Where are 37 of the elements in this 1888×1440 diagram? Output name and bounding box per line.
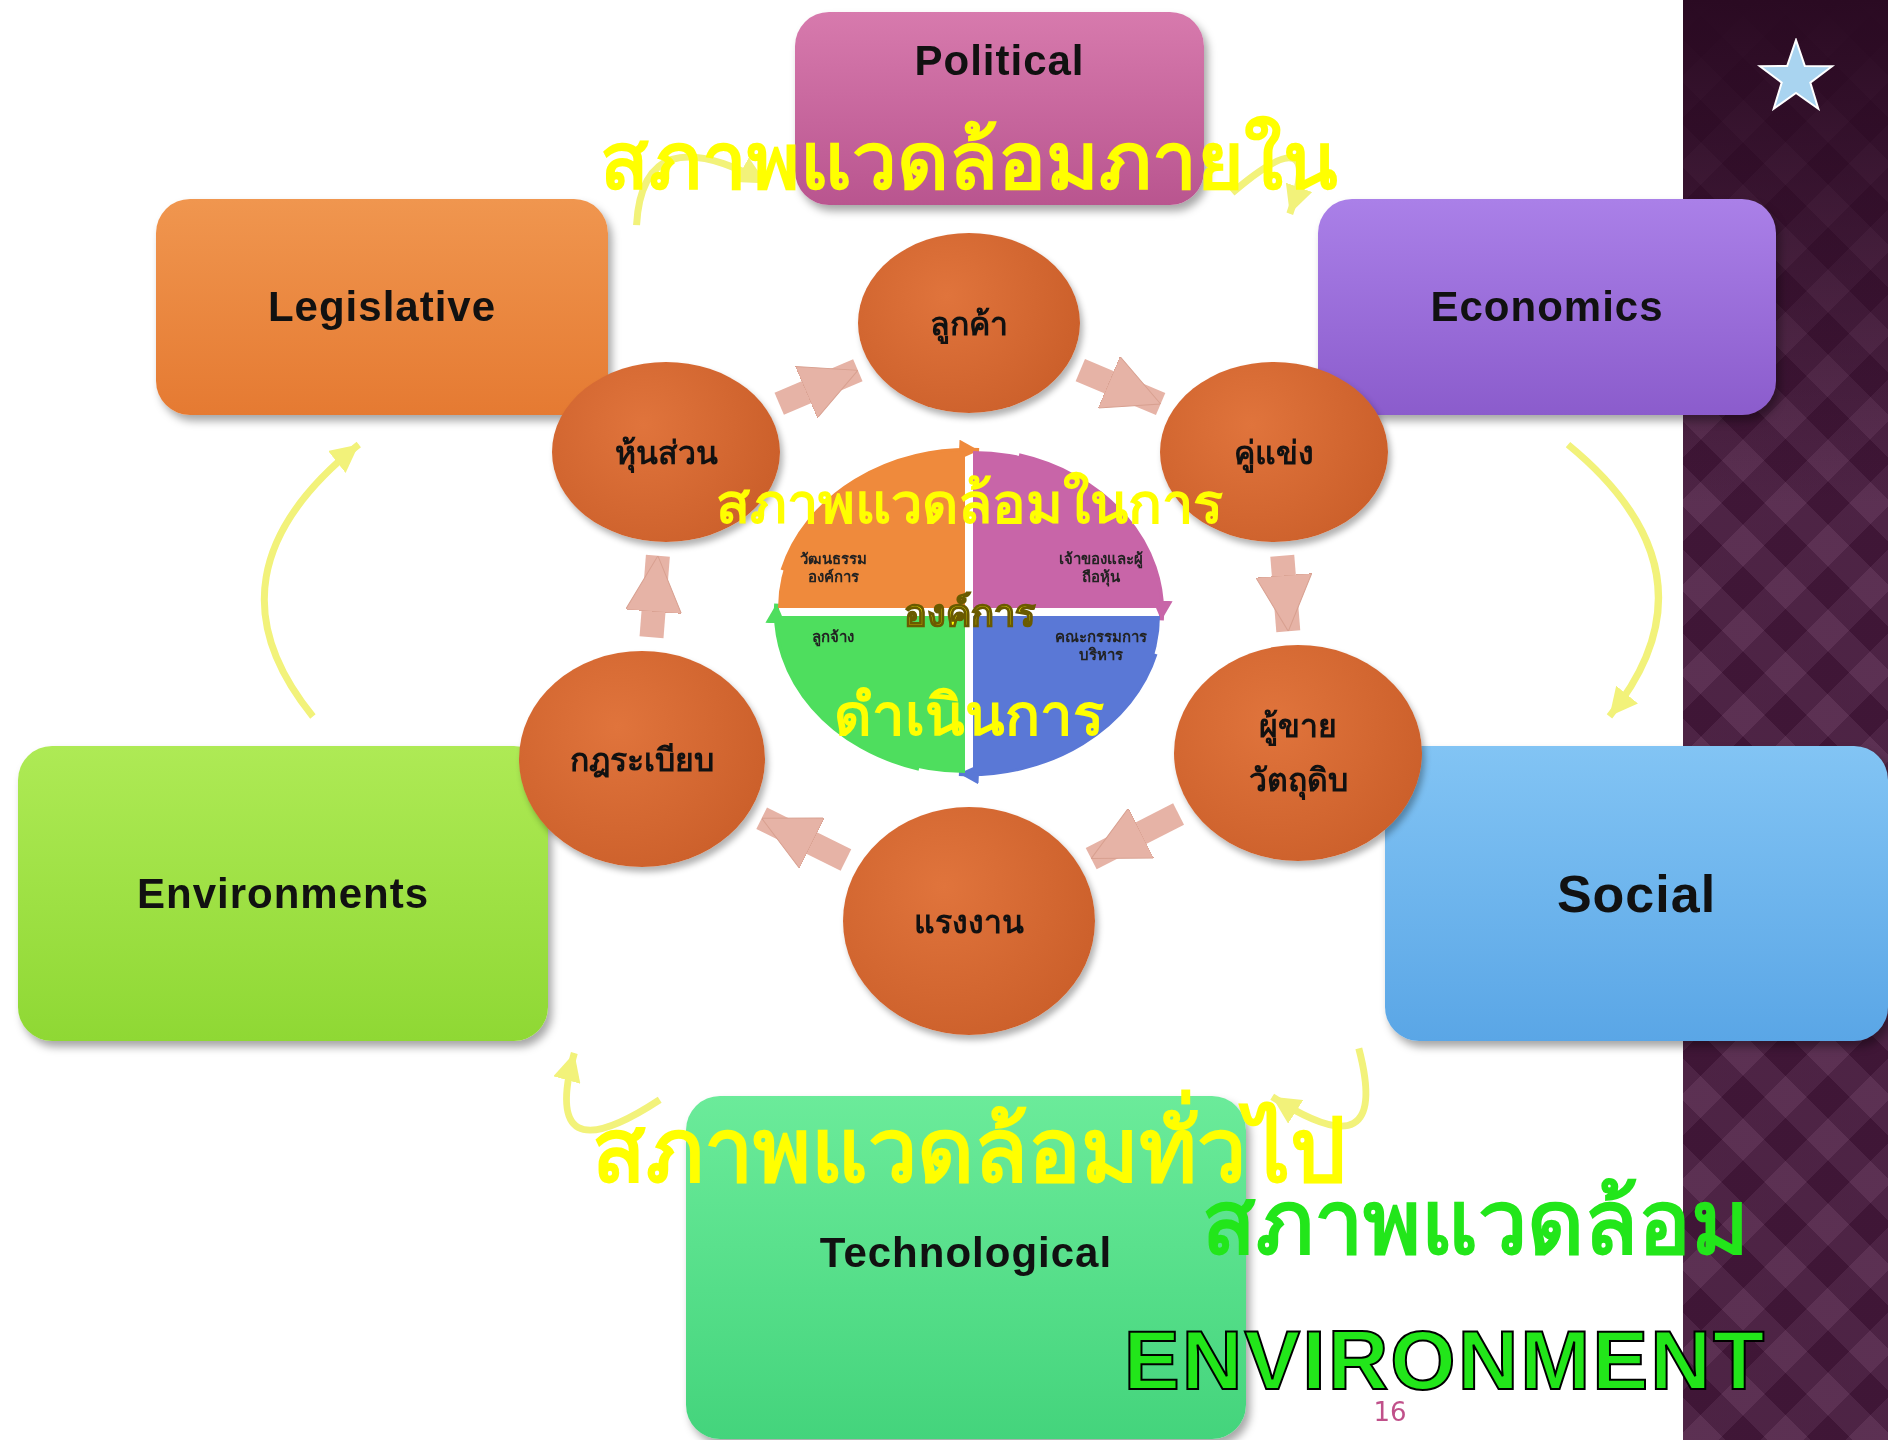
arrow — [554, 1052, 662, 1134]
block-arrow — [1075, 355, 1166, 416]
node-label: หุ้นส่วน — [614, 432, 718, 475]
category-box — [1318, 199, 1776, 415]
overlay-heading: องค์การ — [903, 589, 1035, 637]
arrow — [1270, 1047, 1370, 1130]
overlay-heading: สภาพแวดล้อมในการ — [715, 470, 1223, 538]
node-label: Legislative — [267, 283, 497, 331]
overlay-heading: ดำเนินการ — [834, 679, 1104, 751]
block-arrow — [1255, 554, 1313, 633]
node-label: Technological — [819, 1228, 1113, 1277]
node-label: Social — [1556, 863, 1717, 924]
node-label: วัฒนธรรมองค์การ — [798, 550, 868, 586]
node-label: Political — [914, 36, 1085, 85]
node-label: ลูกค้า — [930, 303, 1008, 346]
node-label: กฎระเบียบ — [570, 739, 714, 781]
category-box — [156, 199, 608, 415]
arrow — [260, 441, 362, 719]
node-label: คู่แข่ง — [1234, 432, 1314, 475]
category-box — [18, 746, 548, 1041]
node-label: Economics — [1430, 283, 1664, 331]
block-arrow — [756, 807, 852, 871]
arrow — [766, 603, 920, 771]
node-label: เจ้าของและผู้ถือหุ้น — [1058, 550, 1144, 586]
node-label: ลูกจ้าง — [811, 628, 855, 646]
category-box — [1385, 746, 1888, 1041]
node-label: ผู้ขายวัตถุดิบ — [1247, 705, 1349, 802]
block-arrow — [774, 359, 863, 419]
arrow — [958, 652, 1158, 784]
block-arrow — [625, 554, 682, 639]
arrow — [1018, 453, 1172, 621]
node-label: Environments — [136, 869, 430, 918]
arrow — [1565, 442, 1662, 719]
node-label: แรงงาน — [914, 901, 1024, 943]
node-label: คณะกรรมการบริหาร — [1054, 628, 1148, 664]
block-arrow — [1085, 803, 1184, 870]
arrow — [780, 440, 980, 572]
